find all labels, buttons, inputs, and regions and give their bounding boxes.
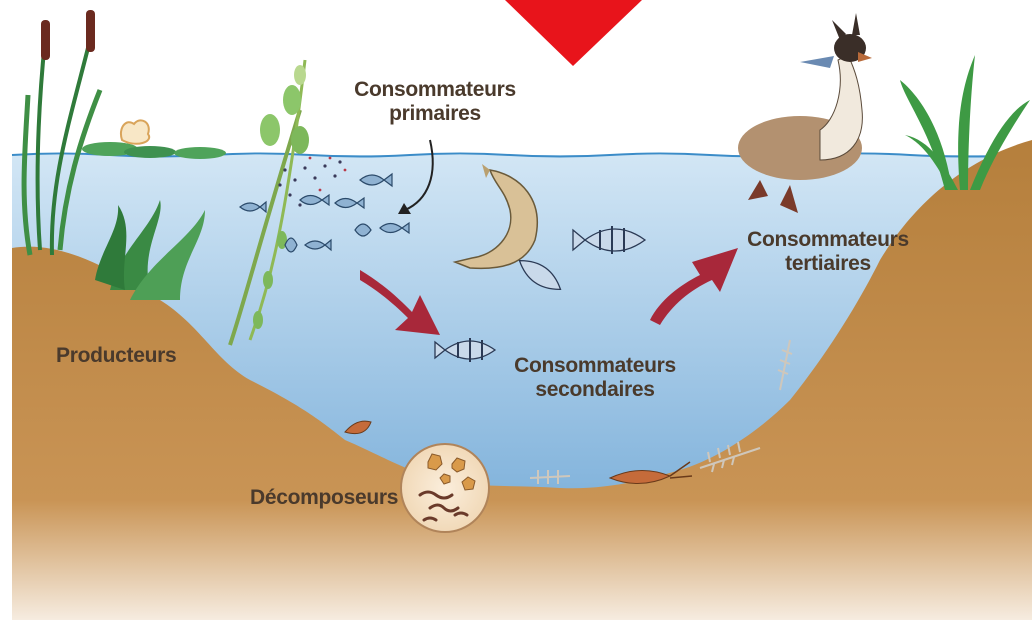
- label-secondary-line1: Consommateurs: [505, 354, 685, 378]
- label-tertiary-consumers: Consommateurs tertiaires: [738, 228, 918, 276]
- label-decomposers: Décomposeurs: [250, 486, 410, 510]
- label-primary-line1: Consommateurs: [345, 78, 525, 102]
- label-producers: Producteurs: [56, 344, 216, 368]
- microorganism-icon: [401, 444, 489, 532]
- label-primary-line2: primaires: [345, 102, 525, 126]
- label-secondary-line2: secondaires: [505, 378, 685, 402]
- water-lily-icon: [82, 120, 226, 159]
- label-tertiary-line2: tertiaires: [738, 252, 918, 276]
- label-secondary-consumers: Consommateurs secondaires: [505, 354, 685, 402]
- label-tertiary-line1: Consommateurs: [738, 228, 918, 252]
- label-primary-consumers: Consommateurs primaires: [345, 78, 525, 126]
- red-indicator-icon: [505, 0, 642, 66]
